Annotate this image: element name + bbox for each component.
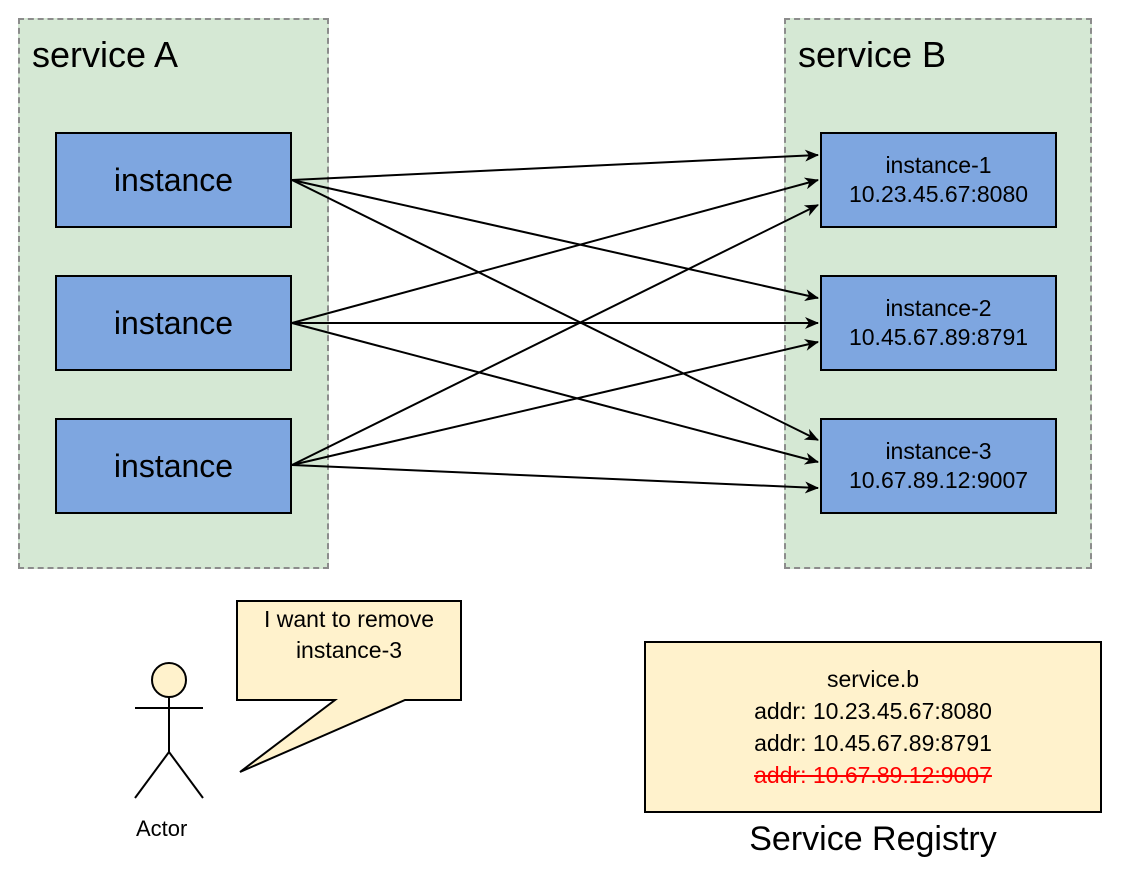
instance-addr: 10.23.45.67:8080 xyxy=(848,181,1029,207)
instance-name: instance-3 xyxy=(885,438,992,464)
instance-label: instance xyxy=(113,304,234,341)
actor-figure xyxy=(134,662,204,799)
instance-addr: 10.67.89.12:9007 xyxy=(848,467,1029,493)
service-a-instance-3: instance xyxy=(55,418,292,514)
edge-a1-b1 xyxy=(291,149,819,181)
speech-bubble xyxy=(236,600,462,773)
actor-label: Actor xyxy=(136,816,188,841)
edge-a3-b3 xyxy=(291,464,819,494)
service-b-title: service B xyxy=(798,34,947,75)
service-b-instance-2: instance-2 10.45.67.89:8791 xyxy=(820,275,1057,371)
service-a-instance-2: instance xyxy=(55,275,292,371)
service-a-instance-1: instance xyxy=(55,132,292,228)
edge-a1-b3 xyxy=(291,179,819,441)
instance-addr: 10.45.67.89:8791 xyxy=(848,324,1029,350)
registry-label: Service Registry xyxy=(749,820,997,858)
instance-name: instance-1 xyxy=(885,152,992,178)
edge-a3-b2 xyxy=(291,339,819,466)
service-b-instance-1: instance-1 10.23.45.67:8080 xyxy=(820,132,1057,228)
edge-a2-b3 xyxy=(291,322,819,465)
edge-a1-b2 xyxy=(291,179,819,302)
instance-name: instance-2 xyxy=(885,295,992,321)
registry-service-name: service.b xyxy=(826,666,920,692)
registry-entry-3-removed: addr: 10.67.89.12:9007 xyxy=(754,762,992,788)
instance-label: instance xyxy=(113,161,234,198)
registry-entry-1: addr: 10.23.45.67:8080 xyxy=(754,698,992,724)
instance-label: instance xyxy=(113,447,234,484)
edge-a3-b1 xyxy=(291,204,819,466)
service-a-title: service A xyxy=(32,34,179,75)
service-b-instance-3: instance-3 10.67.89.12:9007 xyxy=(820,418,1057,514)
edge-a2-b1 xyxy=(291,177,819,324)
service-registry-box: service.b addr: 10.23.45.67:8080 addr: 1… xyxy=(644,641,1102,813)
speech-bubble-text: I want to remove instance-3 xyxy=(263,606,435,663)
registry-entry-2: addr: 10.45.67.89:8791 xyxy=(754,730,992,756)
